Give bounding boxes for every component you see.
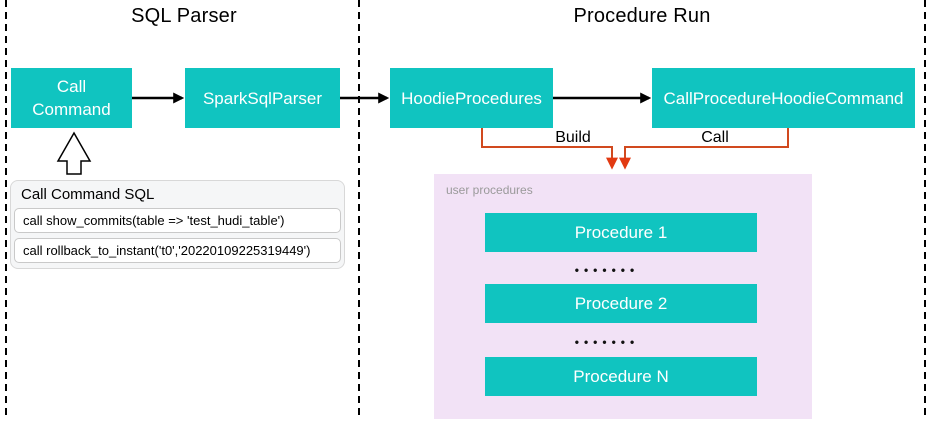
sparksqlparser-node: SparkSqlParser — [185, 68, 340, 128]
sql-parser-section-title: SQL Parser — [131, 5, 237, 27]
call-command-label-line2: Command — [32, 100, 111, 119]
user-procedures-label: user procedures — [446, 183, 533, 197]
call-command-label-line1: Call — [56, 77, 87, 96]
sql-example-row: call rollback_to_instant('t0','202201092… — [14, 238, 341, 263]
hoodieprocedures-node: HoodieProcedures — [390, 68, 553, 128]
build-edge-label: Build — [555, 129, 591, 146]
sql-example-row: call show_commits(table => 'test_hudi_ta… — [14, 208, 341, 233]
call-edge-label: Call — [701, 129, 729, 146]
hollow-up-arrow-icon — [56, 131, 92, 175]
call-command-node: Call Command — [11, 68, 132, 128]
call-command-sql-panel: Call Command SQL call show_commits(table… — [10, 180, 345, 269]
procedure-1-node: Procedure 1 — [485, 213, 757, 252]
callprocedurehoodiecommand-node: CallProcedureHoodieCommand — [652, 68, 915, 128]
user-procedures-panel: user procedures Procedure 1 ••••••• Proc… — [434, 174, 812, 419]
sql-panel-title: Call Command SQL — [21, 186, 155, 203]
procedure-2-node: Procedure 2 — [485, 284, 757, 323]
procedure-run-section-title: Procedure Run — [573, 5, 711, 27]
procedure-n-node: Procedure N — [485, 357, 757, 396]
ellipsis-dots: ••••••• — [574, 335, 640, 349]
ellipsis-dots: ••••••• — [574, 263, 640, 277]
